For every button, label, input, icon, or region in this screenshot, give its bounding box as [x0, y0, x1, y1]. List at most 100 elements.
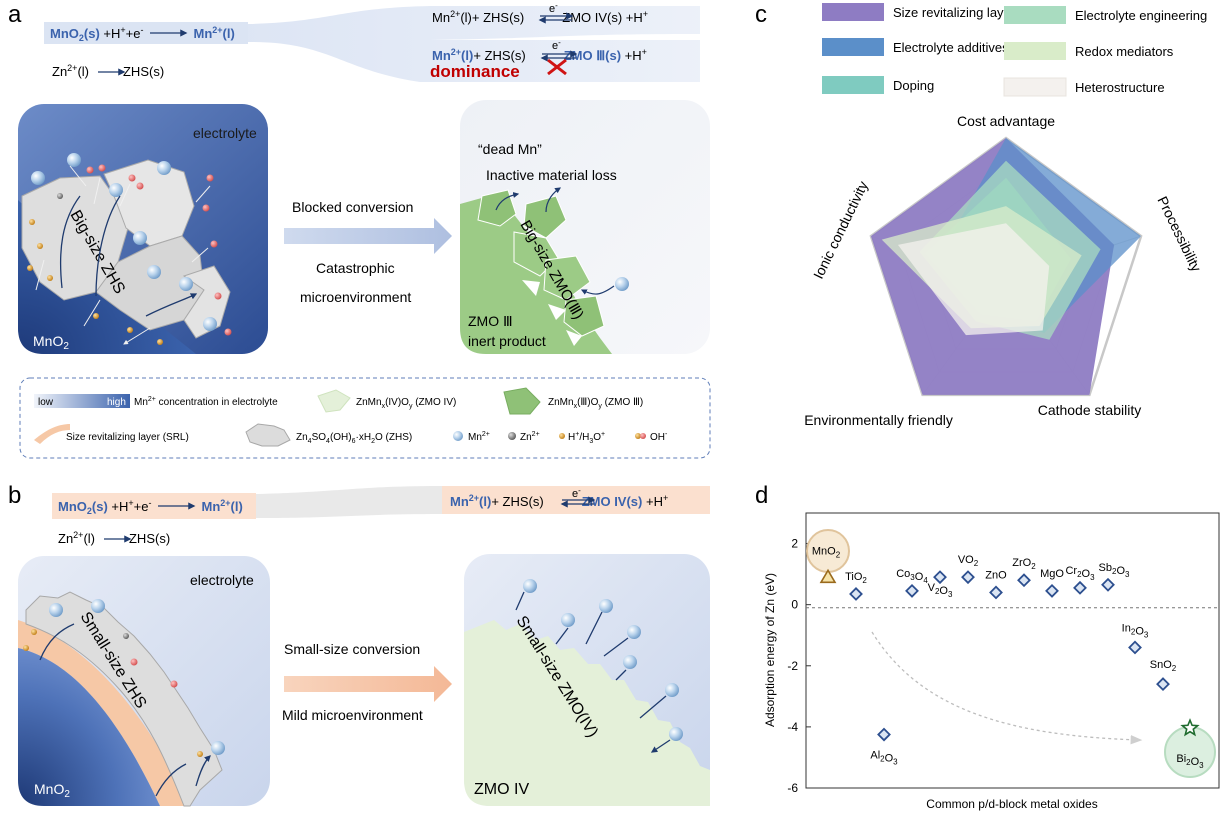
panel-c: Size revitalizing layer Electrolyte addi…	[804, 3, 1207, 428]
oh-legend-icon-2	[640, 433, 646, 439]
reaction-zhs-b: Zn2+(l)ZHS(s)	[58, 530, 170, 546]
radar-axis-label: Cathode stability	[1038, 402, 1142, 418]
legend-text-srl: Size revitalizing layer	[893, 5, 1016, 20]
legend-zhs: Zn4SO4(OH)6·xH2O (ZHS)	[296, 432, 412, 445]
panel-label-d: d	[755, 482, 768, 509]
reaction-left-box-a	[44, 22, 248, 44]
dead-mn-label: “dead Mn”	[478, 141, 542, 157]
legend-zn: Zn2+	[520, 431, 540, 443]
reaction-left-a: MnO2(s) +H++e-Mn2+(l)	[50, 25, 235, 43]
scatter-point-label: ZnO	[985, 569, 1007, 581]
scatter-point-label: TiO2	[845, 571, 867, 585]
legend-swatch-engineering	[1004, 6, 1066, 24]
scatter-point-label: In2O3	[1122, 622, 1149, 639]
legend-text-engineering: Electrolyte engineering	[1075, 8, 1207, 23]
scatter-point	[989, 585, 1003, 600]
y-axis-title-d: Adsorption energy of Zn (eV)	[763, 573, 777, 727]
catastrophic-label-1: Catastrophic	[316, 260, 395, 276]
zn-legend-icon	[508, 432, 516, 440]
legend-text-redox: Redox mediators	[1075, 44, 1174, 59]
mno2-label-a: MnO2	[33, 333, 69, 352]
legend-high: high	[107, 397, 126, 408]
scatter-point-label: MnO2	[812, 545, 841, 559]
oh-legend-icon	[635, 433, 641, 439]
plot-frame-d	[805, 512, 1220, 789]
legend-srl: Size revitalizing layer (SRL)	[66, 432, 189, 443]
scatter-point	[1156, 677, 1170, 692]
inactive-label: Inactive material loss	[486, 167, 617, 183]
scatter-point	[877, 727, 891, 742]
scatter-point-label: Bi2O3	[1176, 753, 1204, 770]
scatter-point	[1073, 580, 1087, 595]
zmo3-legend-icon	[503, 387, 541, 415]
zmo4-region	[464, 620, 710, 806]
legend-oh: OH-	[650, 431, 668, 443]
scatter-point	[1128, 640, 1142, 655]
reaction-right-top-a: Mn2+(l)+ ZHS(s)ZMO IV(s) +H+	[432, 9, 648, 25]
small-conversion-arrow	[284, 666, 452, 702]
radar-series-polygon	[897, 223, 1050, 336]
h-legend-icon	[559, 433, 565, 439]
legend-box: low high Mn2+ concentration in electroly…	[19, 377, 711, 459]
blocked-conversion-label: Blocked conversion	[292, 199, 413, 215]
mn-legend-icon	[453, 431, 463, 441]
electrolyte-label-a: electrolyte	[193, 125, 257, 141]
legend-concentration: Mn2+ concentration in electrolyte	[134, 396, 278, 408]
radar-legend: Size revitalizing layer Electrolyte addi…	[822, 3, 1207, 97]
y-tick-label: 2	[791, 537, 798, 551]
catastrophic-label-2: microenvironment	[300, 289, 411, 305]
scatter-point	[933, 570, 947, 585]
y-tick-label: -4	[787, 720, 798, 734]
mn-ion-dead-a	[615, 277, 629, 291]
zhs-legend-icon	[245, 423, 291, 447]
scatter-point-label: ZrO2	[1012, 557, 1036, 571]
zmo3-label-1: ZMO Ⅲ	[468, 313, 513, 329]
dead-arrow-2	[545, 187, 561, 213]
reaction-right-b: Mn2+(l)+ ZHS(s)ZMO IV(s) +H+	[450, 493, 668, 509]
legend-mn: Mn2+	[468, 431, 490, 443]
big-zhs-plates	[21, 159, 231, 339]
srl-legend-icon	[34, 424, 70, 444]
radar-axis-label: Ionic conductivity	[810, 179, 871, 282]
mild-label: Mild microenvironment	[282, 707, 423, 723]
radar-axis-label: Processibility	[1154, 194, 1204, 274]
mno2-core-a	[18, 200, 196, 354]
reaction-left-b: MnO2(s) +H++e-Mn2+(l)	[58, 498, 243, 516]
reaction-left-box-b	[52, 493, 256, 519]
scatter-point-star	[1180, 718, 1200, 737]
legend-h: H+/H3O+	[568, 431, 605, 445]
electron-b: e-	[572, 486, 581, 500]
mno2-label-b: MnO2	[34, 781, 70, 800]
blocked-cross-icon	[547, 58, 567, 76]
scatter-point	[1017, 573, 1031, 588]
radar-series	[870, 138, 1142, 395]
radar-axis-label: Cost advantage	[957, 113, 1055, 129]
panel-a: MnO2(s) +H++e-Mn2+(l) Zn2+(l)ZHS(s) Mn2+…	[18, 1, 710, 354]
scatter-point	[961, 570, 975, 585]
legend-swatch-redox	[1004, 42, 1066, 60]
zmo4-legend-icon	[317, 389, 351, 413]
legend-zmo3: ZnMnx(Ⅲ)Oy (ZMO Ⅲ)	[548, 397, 643, 410]
small-conversion-label: Small-size conversion	[284, 641, 420, 657]
scatter-point-label: Sb2O3	[1099, 562, 1130, 579]
zmo3-label-2: inert product	[468, 333, 546, 349]
reaction-zhs-a: Zn2+(l)ZHS(s)	[52, 63, 164, 79]
legend-text-doping: Doping	[893, 78, 934, 93]
ions-b	[23, 599, 225, 797]
y-tick-label: -2	[787, 659, 798, 673]
big-zmo3-blocks	[477, 189, 605, 346]
electron-bottom-a: e-	[552, 38, 561, 52]
srl-layer	[18, 620, 190, 806]
legend-swatch-additives	[822, 38, 884, 56]
mno2-core-b	[18, 648, 160, 806]
scatter-point	[1045, 583, 1059, 598]
legend-swatch-hetero	[1003, 77, 1067, 97]
scatter-point-label: VO2	[958, 554, 979, 568]
panel-label-c: c	[755, 1, 767, 28]
small-zhs-layer	[25, 591, 223, 807]
scatter-point-label: MgO	[1040, 568, 1064, 580]
legend-low: low	[38, 397, 54, 408]
